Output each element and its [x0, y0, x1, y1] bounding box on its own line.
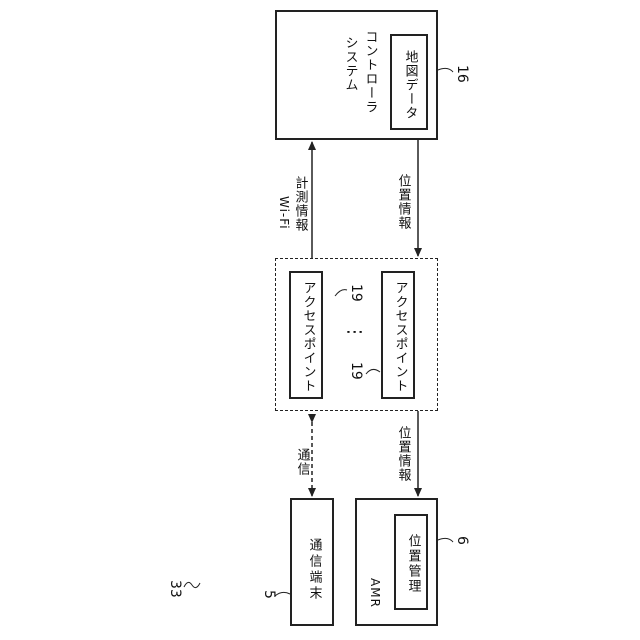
- ref-5: 5: [262, 590, 276, 599]
- ref-16: 16: [455, 65, 469, 83]
- position-management-label: 位置管理: [404, 534, 422, 594]
- ref-6: 6: [455, 536, 469, 545]
- access-point-top-label: アクセスポイント: [299, 281, 317, 393]
- wifi-label-line2: 計測情報: [291, 176, 309, 232]
- ref-leader-16: [438, 68, 453, 72]
- communication-label: 通信: [293, 448, 311, 476]
- ref-leader-5: [275, 592, 290, 596]
- system-controller-label-line2: コントローラ: [361, 30, 379, 114]
- position-info-label-upper: 位置情報: [394, 174, 412, 230]
- figure-number: 33: [168, 580, 182, 598]
- system-controller-label-line1: システム: [341, 36, 359, 92]
- position-management-box: 位置管理: [394, 514, 428, 610]
- ref-19-top: 19: [349, 284, 363, 302]
- access-point-bottom-label: アクセスポイント: [391, 281, 409, 393]
- communication-terminal-label: 通信端末: [305, 538, 323, 602]
- access-point-top: アクセスポイント: [289, 271, 323, 399]
- ref-leader-6: [438, 538, 453, 542]
- wifi-label-line1: Wi-Fi: [276, 196, 292, 230]
- communication-terminal-box: 通信端末: [290, 498, 334, 626]
- amr-label: AMR: [367, 578, 383, 608]
- access-point-bottom: アクセスポイント: [381, 271, 415, 399]
- map-data-label: 地図データ: [401, 50, 419, 120]
- system-controller-box: システム コントローラ 地図データ: [275, 10, 438, 140]
- amr-box: AMR 位置管理: [355, 498, 438, 626]
- access-point-group: アクセスポイント アクセスポイント ⋮: [275, 258, 438, 411]
- map-data-box: 地図データ: [390, 34, 428, 130]
- access-point-ellipsis: ⋮: [345, 323, 363, 341]
- ref-leader-33: [184, 582, 200, 587]
- ref-19-bottom: 19: [349, 362, 363, 380]
- position-info-label-lower: 位置情報: [394, 426, 412, 482]
